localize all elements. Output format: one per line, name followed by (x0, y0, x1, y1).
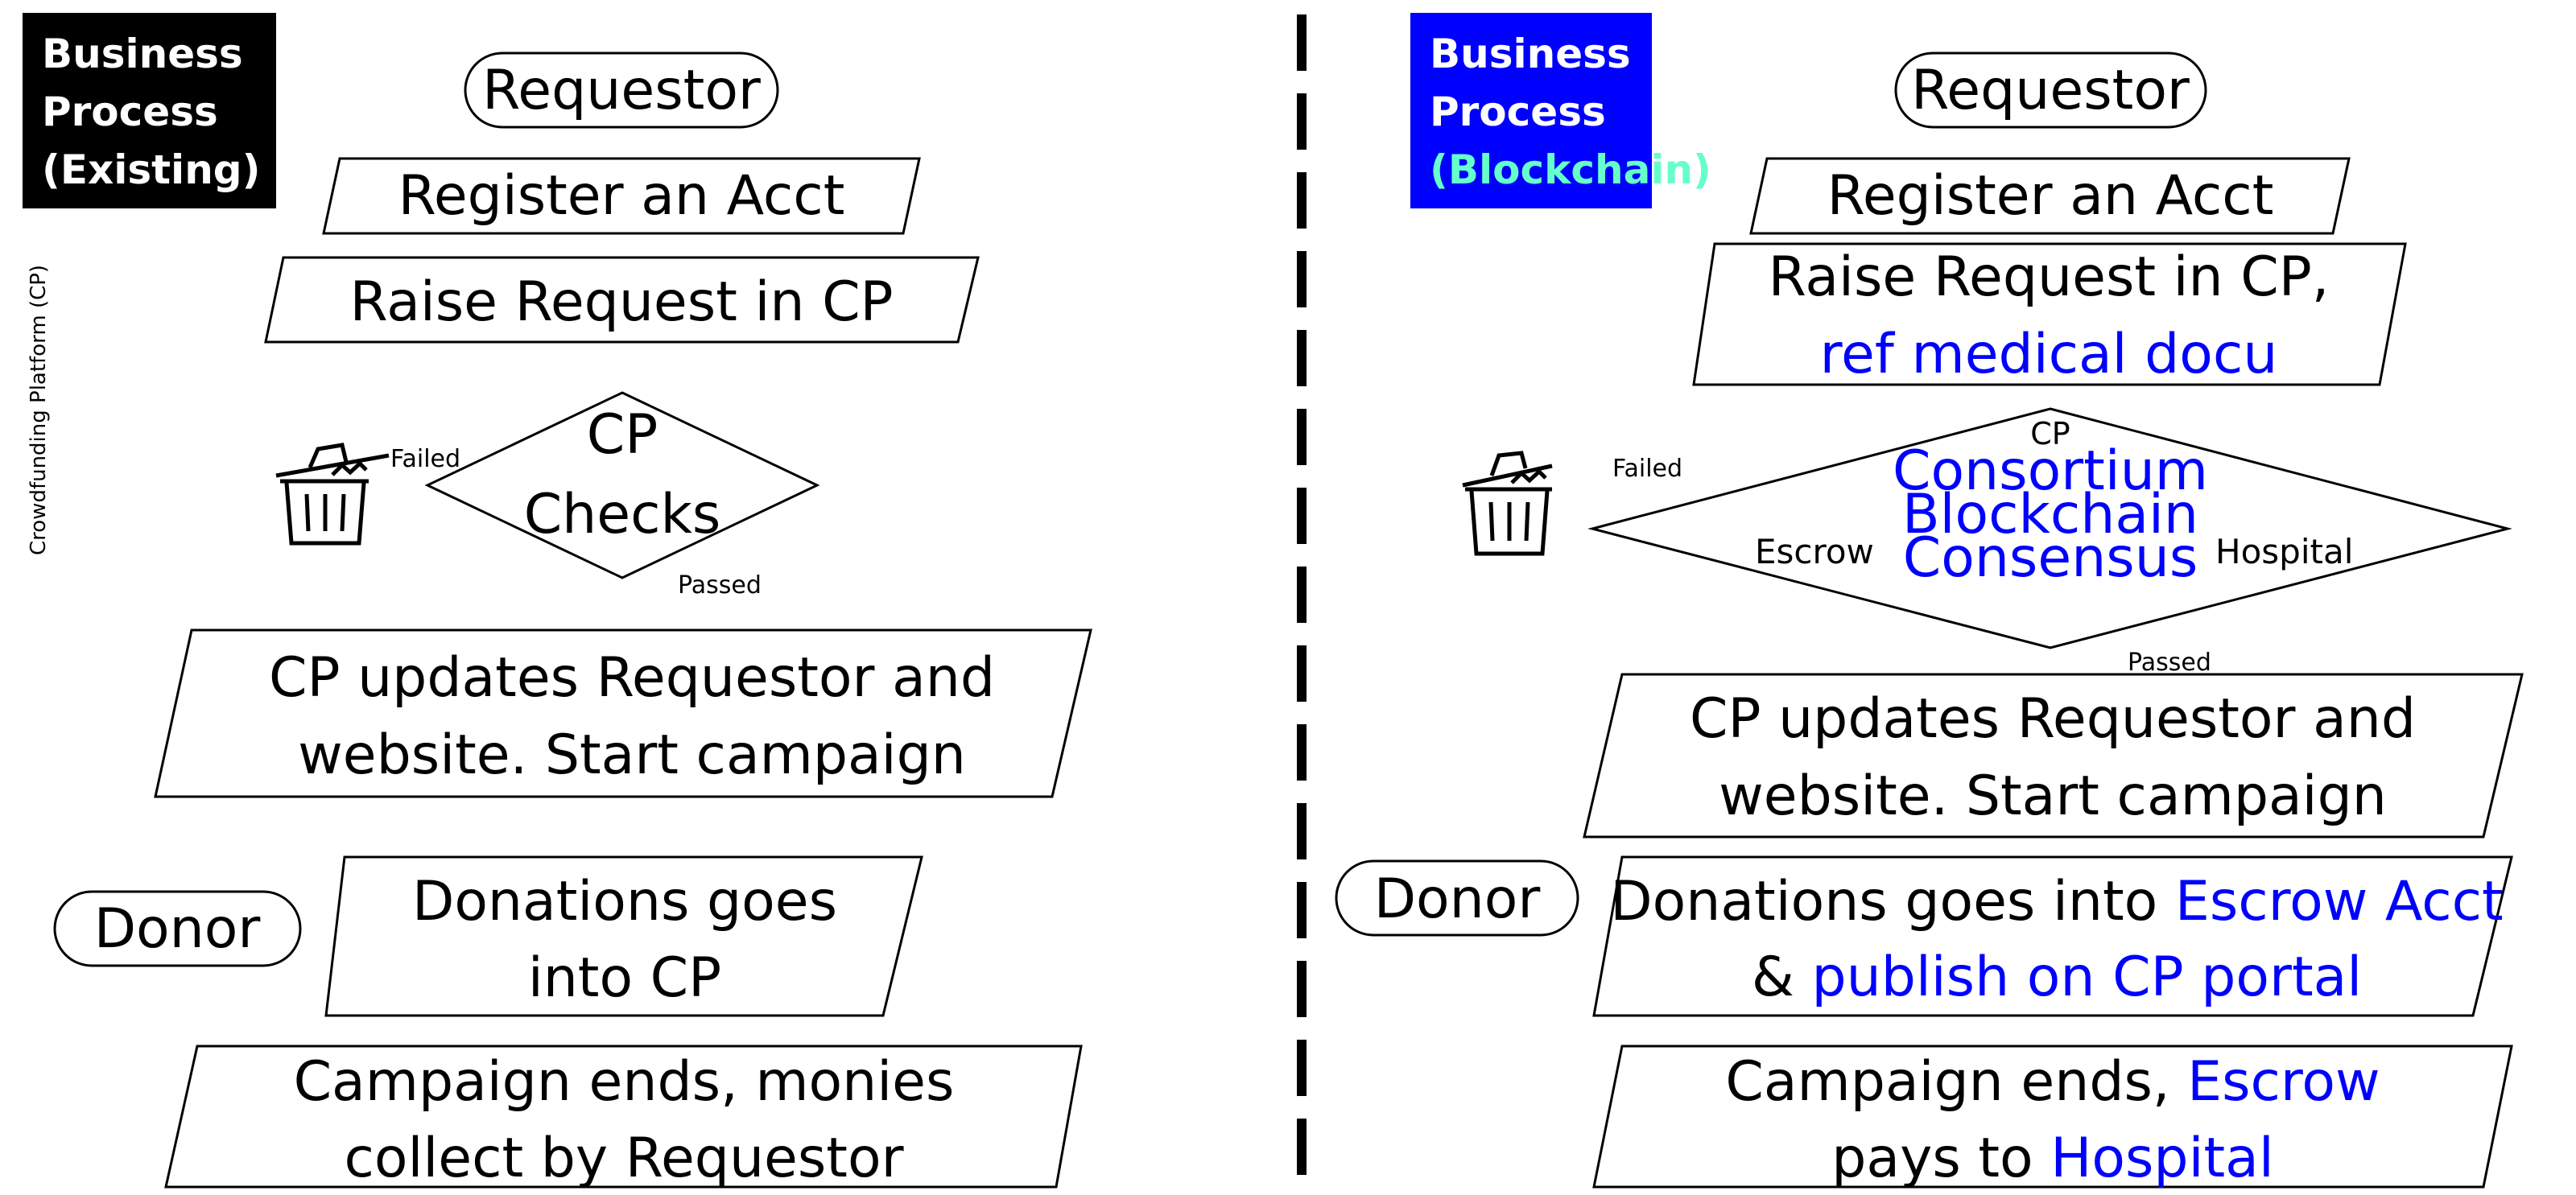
cp-checks-decision (424, 391, 820, 579)
left-header-line3: (Existing) (42, 146, 260, 193)
right-process: Business Process (Blockchain) Requestor … (1335, 13, 2524, 1190)
right-register-label: Register an Acct (1827, 164, 2274, 228)
requestor-terminal (464, 52, 779, 129)
right-donor-terminal (1335, 859, 1579, 937)
donor-label: Donor (94, 897, 261, 961)
checks-line2: Checks (524, 483, 721, 546)
right-raise-line2: ref medical docu (1820, 323, 2278, 386)
publish-portal-text: publish on CP portal (1811, 946, 2362, 1009)
ampersand-text: & (1752, 946, 1812, 1009)
trash-icon (275, 443, 390, 546)
diamond-blue-line1: Consortium (1893, 439, 2208, 503)
pays-to-text: pays to (1831, 1127, 2050, 1190)
register-label: Register an Acct (398, 164, 845, 228)
right-ends-line2: pays to Hospital (1831, 1127, 2273, 1190)
right-campaign-ends-step (1592, 1045, 2513, 1189)
right-donations-line2: & publish on CP portal (1752, 946, 2362, 1009)
raise-request-step (264, 256, 980, 344)
left-header-box (23, 13, 276, 208)
diamond-blue-line2: Blockchain (1902, 483, 2198, 546)
right-register-step (1749, 157, 2351, 235)
right-donations-line1: Donations goes into Escrow Acct (1610, 870, 2503, 933)
side-label: Crowdfunding Platform (CP) (27, 265, 51, 555)
right-passed-label: Passed (2128, 649, 2211, 677)
right-donor-label: Donor (1374, 867, 1541, 931)
escrow-label: Escrow (1755, 532, 1874, 571)
failed-label: Failed (390, 445, 460, 473)
right-header-line1: Business (1430, 31, 1631, 77)
left-header-line1: Business (42, 31, 243, 77)
updates-line2: website. Start campaign (298, 723, 966, 787)
donations-line1: Donations goes (412, 870, 837, 933)
hospital-label: Hospital (2215, 532, 2353, 571)
hospital-text: Hospital (2050, 1127, 2273, 1190)
raise-request-label: Raise Request in CP (349, 270, 893, 334)
passed-label: Passed (678, 571, 762, 600)
right-ends-line1: Campaign ends, Escrow (1725, 1050, 2380, 1114)
right-donations-step (1592, 855, 2513, 1017)
donations-line2: into CP (528, 946, 721, 1010)
right-header-line3: (Blockchain) (1430, 146, 1711, 193)
right-requestor-terminal (1894, 52, 2207, 129)
diamond-cp-label: CP (2030, 416, 2070, 451)
donations-step (324, 855, 923, 1017)
requestor-label: Requestor (482, 59, 761, 122)
right-raise-request-step (1692, 242, 2407, 386)
right-raise-line1: Raise Request in CP, (1769, 245, 2330, 309)
campaign-ends-text: Campaign ends, (1725, 1050, 2187, 1114)
donations-into-text: Donations goes into (1610, 870, 2175, 933)
donor-terminal (53, 890, 302, 967)
right-header-line2: Process (1430, 89, 1606, 135)
diamond-blue-line3: Consensus (1903, 526, 2198, 590)
escrow-acct-text: Escrow Acct (2175, 870, 2504, 933)
consensus-decision (1587, 407, 2512, 649)
right-updates-line1: CP updates Requestor and (1690, 687, 2416, 751)
right-updates-line2: website. Start campaign (1719, 764, 2387, 828)
left-header-line2: Process (42, 89, 218, 135)
right-header-box (1410, 13, 1652, 208)
trash-icon (1462, 451, 1553, 556)
ends-line2: collect by Requestor (344, 1127, 903, 1190)
register-step (322, 157, 921, 235)
right-updates-step (1583, 673, 2524, 839)
left-process: Business Process (Existing) Crowdfunding… (23, 13, 1092, 1190)
ends-line1: Campaign ends, monies (294, 1050, 955, 1114)
updates-step (154, 628, 1092, 798)
right-failed-label: Failed (1612, 455, 1682, 483)
campaign-ends-step (164, 1045, 1083, 1189)
right-requestor-label: Requestor (1911, 59, 2190, 122)
updates-line1: CP updates Requestor and (269, 646, 995, 710)
escrow-text: Escrow (2187, 1050, 2380, 1114)
checks-line1: CP (587, 403, 658, 467)
